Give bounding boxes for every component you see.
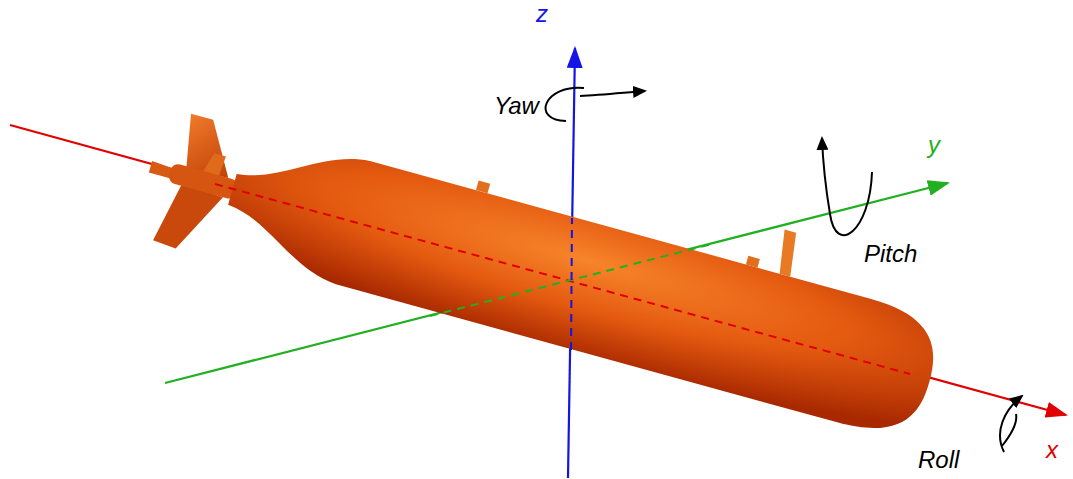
yaw-arrow-tail [580,91,645,96]
axis-label: z [536,0,548,28]
yaw-arrow [546,88,584,121]
rotation-label: Pitch [864,240,917,268]
roll-arrow-tail [1002,414,1016,446]
z-axis-hidden [571,218,572,350]
axis-label: x [1046,436,1058,464]
x-axis-hidden [215,184,910,374]
auv-hull [131,63,958,451]
pitch-arrow [822,138,872,235]
rotation-label: Yaw [494,92,539,120]
axis-label: y [928,131,940,159]
rotation-label: Roll [918,446,959,474]
roll-arrow [1000,396,1022,452]
